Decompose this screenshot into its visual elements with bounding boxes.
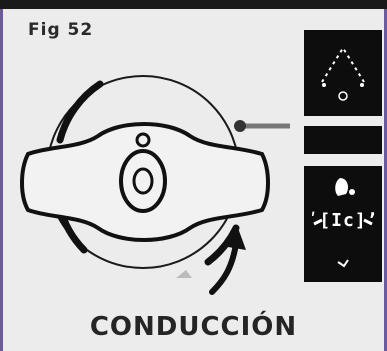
figure-caption: CONDUCCIÓN (0, 312, 387, 342)
pointer-tip (234, 120, 246, 132)
small-arrow-mark (176, 270, 192, 278)
panel-top (304, 30, 382, 116)
panel-symbol-text: ʹ[Ic]ʼ (304, 210, 382, 231)
arc-top-left (60, 84, 100, 140)
dotted-triangle-icon (304, 30, 382, 116)
panel-middle (304, 126, 382, 154)
panel-bottom: ʹ[Ic]ʼ (304, 166, 382, 282)
